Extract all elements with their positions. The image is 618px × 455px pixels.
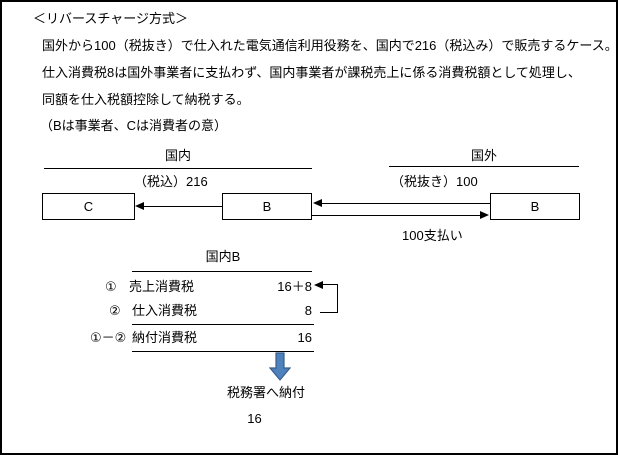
domestic-price-label: （税込）216 (134, 174, 208, 189)
payment-arrow-head-icon (480, 211, 489, 219)
domestic-section-underline (44, 168, 312, 169)
offset-connector-top-line (322, 284, 338, 285)
overseas-business-box: B (490, 193, 580, 220)
consumer-box: C (42, 193, 135, 220)
offset-connector-vertical-line (337, 284, 338, 313)
overseas-price-label: （税抜き）100 (391, 174, 478, 189)
payment-arrow-line (312, 215, 482, 216)
domestic-section-label: 国内 (164, 148, 191, 163)
domestic-business-box: B (222, 193, 312, 220)
tax-office-label: 税務署へ納付 (227, 385, 306, 400)
page-title: ＜リバースチャージ方式＞ (33, 11, 188, 26)
supply-arrow-line (321, 203, 490, 204)
overseas-section-label: 国外 (470, 148, 497, 163)
body-line-1: 国外から100（税抜き）で仕入れた電気通信利用役務を、国内で216（税込み）で販… (42, 38, 618, 53)
table-row-2-no: ② (109, 303, 121, 318)
table-row-3-no: ①－② (90, 330, 127, 345)
table-row-3-label: 納付消費税 (132, 330, 198, 345)
table-row-1-no: ① (105, 279, 117, 294)
sale-arrow-line (142, 206, 222, 207)
body-line-3: 同額を仕入税額控除して納税する。 (42, 92, 250, 107)
table-row-1-label: 売上消費税 (129, 279, 195, 294)
table-row-2-label: 仕入消費税 (132, 303, 198, 318)
overseas-section-underline (389, 166, 579, 167)
supply-arrow-head-icon (313, 199, 322, 207)
table-row-1-value: 16＋8 (277, 279, 312, 294)
table-row-2-value: 8 (304, 303, 312, 318)
body-line-4: （Bは事業者、Cは消費者の意） (40, 118, 228, 133)
body-line-2: 仕入消費税8は国外事業者に支払わず、国内事業者が課税売上に係る消費税額として処理… (42, 65, 581, 80)
sale-arrow-head-icon (135, 202, 144, 210)
table-subtotal-line (132, 324, 314, 325)
offset-connector-bottom-line (320, 312, 338, 313)
offset-connector-arrow-head-icon (314, 281, 323, 289)
table-bottom-line (132, 351, 314, 352)
table-row-3-value: 16 (297, 330, 312, 345)
table-header: 国内B (205, 249, 241, 264)
table-header-underline (132, 271, 312, 272)
pay-down-arrow-icon (269, 352, 291, 381)
tax-office-amount: 16 (247, 411, 262, 426)
payment-label: 100支払い (402, 228, 463, 243)
